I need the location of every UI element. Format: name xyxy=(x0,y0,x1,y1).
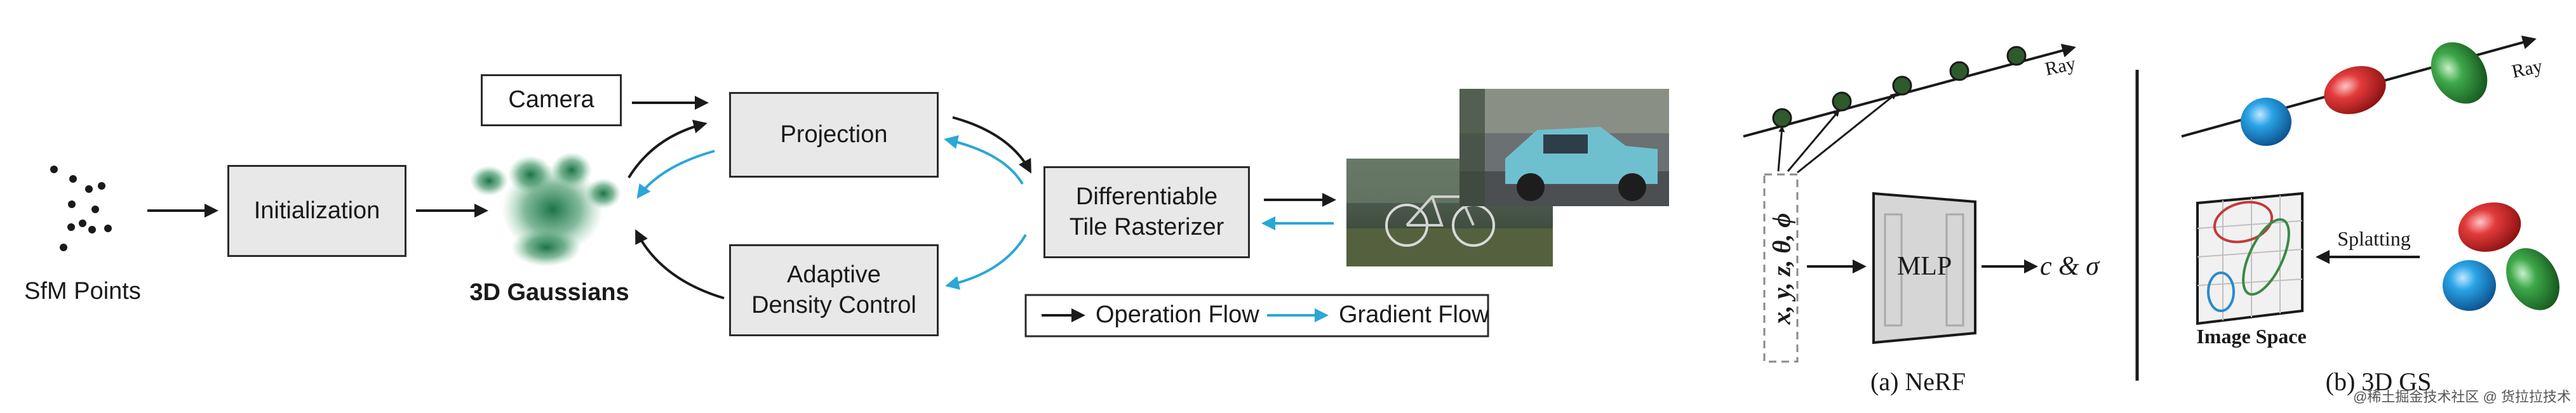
nerf-mlp-label: MLP xyxy=(1896,252,1952,281)
gs-image-plane xyxy=(2196,192,2304,325)
nerf-sample-lines xyxy=(1777,93,1897,174)
gradient-raster-to-adaptive xyxy=(945,233,1027,290)
legend-box xyxy=(1024,294,1489,338)
gs-ray-gaussians xyxy=(2241,42,2488,146)
gaussian-blob xyxy=(470,152,621,266)
arrow-gaussians-to-projection xyxy=(627,119,708,179)
gs-image-space-label: Image Space xyxy=(2196,325,2307,348)
initialization-label: Initialization xyxy=(253,197,380,224)
nerf-output-label: c & σ xyxy=(2040,252,2100,281)
adaptive-label-line2: Density Control xyxy=(751,291,916,318)
sfm-points xyxy=(50,166,112,251)
rendered-image-truck xyxy=(1459,89,1669,206)
gs-caption: (b) 3D GS xyxy=(2325,367,2432,396)
gs-cluster-gaussians xyxy=(2443,202,2559,311)
gradient-raster-to-projection xyxy=(944,135,1024,185)
sfm-points-label: SfM Points xyxy=(24,278,141,305)
nerf-inputs-label: x, y, z, θ, ϕ xyxy=(1767,213,1796,325)
nerf-input-dashed-box xyxy=(1763,173,1799,363)
rasterizer-box: Differentiable Tile Rasterizer xyxy=(1043,166,1250,258)
arrow-projection-to-raster xyxy=(952,116,1031,174)
nerf-mlp-shape xyxy=(1872,192,1976,344)
legend-gradient-label: Gradient Flow xyxy=(1339,301,1489,328)
arrow-adaptive-to-gaussians xyxy=(635,229,725,299)
nerf-caption: (a) NeRF xyxy=(1870,367,1966,396)
watermark: @稀土掘金技术社区 @ 货拉拉技术 xyxy=(2353,389,2571,405)
nerf-sample-points xyxy=(1772,46,2027,128)
raster-label-line2: Tile Rasterizer xyxy=(1069,213,1224,240)
gaussians-label: 3D Gaussians xyxy=(469,279,629,306)
adaptive-density-box: Adaptive Density Control xyxy=(729,244,939,336)
projection-label: Projection xyxy=(780,121,888,148)
projection-box: Projection xyxy=(729,92,939,178)
raster-label-line1: Differentiable xyxy=(1075,183,1218,210)
gradient-projection-to-gaussians xyxy=(636,150,715,199)
initialization-box: Initialization xyxy=(227,165,406,257)
legend-operation-label: Operation Flow xyxy=(1096,301,1259,328)
camera-box: Camera xyxy=(481,74,622,126)
adaptive-label-line1: Adaptive xyxy=(787,261,881,288)
camera-label: Camera xyxy=(508,86,594,114)
gs-splatting-label: Splatting xyxy=(2337,227,2411,250)
